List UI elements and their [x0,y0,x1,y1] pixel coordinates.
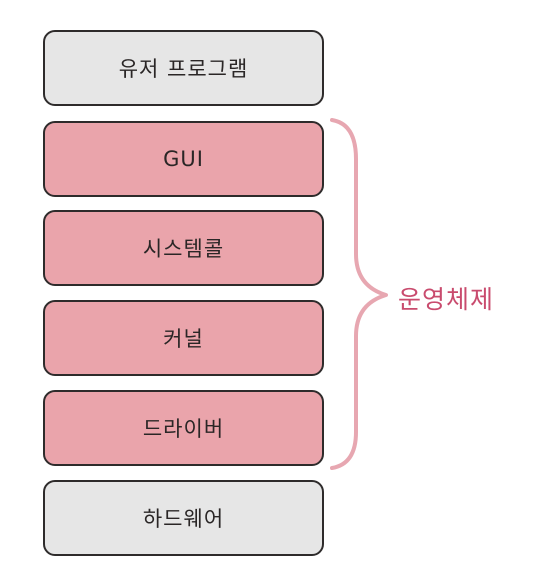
layer-label: 시스템콜 [142,237,225,261]
layer-label: 커널 [163,327,204,351]
layer-kernel: 커널 [43,300,324,376]
layer-label: 하드웨어 [142,507,225,531]
layer-system-call: 시스템콜 [43,210,324,286]
layer-driver: 드라이버 [43,390,324,466]
layer-label: 유저 프로그램 [118,57,249,81]
curly-brace-icon [330,118,388,470]
layer-hardware: 하드웨어 [43,480,324,556]
layer-user-program: 유저 프로그램 [43,30,324,106]
layer-gui: GUI [43,121,324,197]
layer-label: 드라이버 [142,417,225,441]
layer-label: GUI [163,147,204,171]
operating-system-label: 운영체제 [398,285,495,314]
